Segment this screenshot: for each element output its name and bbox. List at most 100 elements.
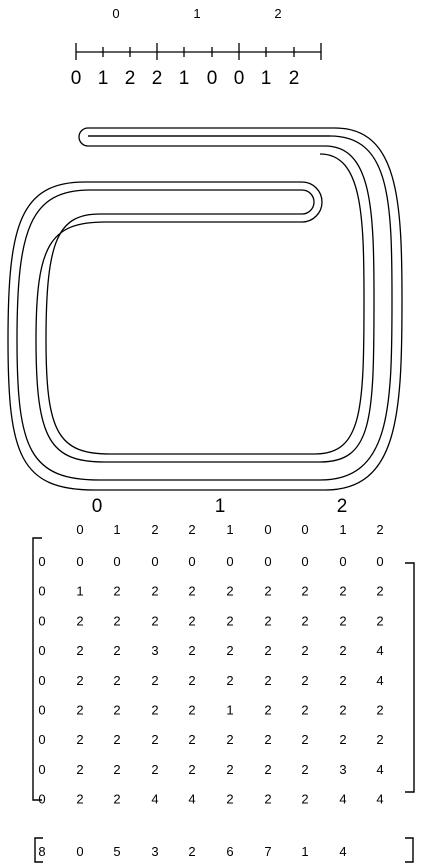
matrix-cell: 2 xyxy=(76,643,83,658)
ruler-bottom-label: 2 xyxy=(289,68,300,89)
matrix-header-cell: 2 xyxy=(188,522,195,537)
folded-tube xyxy=(8,128,402,490)
matrix-cell: 0 xyxy=(339,554,346,569)
matrix-cell: 2 xyxy=(113,673,120,688)
matrix-cell: 2 xyxy=(376,613,383,628)
matrix-cell: 0 xyxy=(38,732,45,747)
matrix-cell: 0 xyxy=(301,554,308,569)
vector-right-bracket xyxy=(405,838,413,862)
matrix-cell: 2 xyxy=(226,613,233,628)
matrix-cell: 2 xyxy=(226,792,233,807)
ruler-bottom-label: 1 xyxy=(261,68,272,89)
matrix-cell: 4 xyxy=(339,792,346,807)
matrix-cell: 2 xyxy=(188,762,195,777)
matrix-cell: 2 xyxy=(301,762,308,777)
matrix-cell: 0 xyxy=(38,643,45,658)
matrix-header-cell: 0 xyxy=(264,522,271,537)
ruler-bottom-label: 2 xyxy=(125,68,136,89)
matrix-cell: 2 xyxy=(188,643,195,658)
ruler-bottom-label: 1 xyxy=(98,68,109,89)
vector-cell: 2 xyxy=(188,844,195,859)
vector-cell: 4 xyxy=(339,844,346,859)
matrix-cell: 0 xyxy=(151,554,158,569)
matrix-cell: 2 xyxy=(301,703,308,718)
vector-cell: 3 xyxy=(151,844,158,859)
ruler-bottom-label: 0 xyxy=(207,68,218,89)
matrix-cell: 2 xyxy=(76,732,83,747)
matrix-cell: 2 xyxy=(301,584,308,599)
matrix-cell: 2 xyxy=(264,643,271,658)
matrix-cell: 2 xyxy=(376,732,383,747)
matrix-cell: 4 xyxy=(376,792,383,807)
matrix-cells: 0 0 0 0 0 0 0 0 0 0 0 1 2 2 2 2 2 2 2 2 0 2 2 2 2 2 2 2 2 2 0 2 2 3 2 2 2 2 2 4… xyxy=(38,554,383,807)
matrix-cell: 2 xyxy=(301,673,308,688)
matrix-cell: 2 xyxy=(188,613,195,628)
matrix-cell: 0 xyxy=(226,554,233,569)
matrix-header-cell: 1 xyxy=(226,522,233,537)
matrix-cell: 2 xyxy=(151,732,158,747)
matrix-cell: 2 xyxy=(76,703,83,718)
matrix-cell: 2 xyxy=(76,792,83,807)
ruler-bottom-label: 0 xyxy=(234,68,245,89)
vector-cell: 0 xyxy=(76,844,83,859)
matrix-cell: 2 xyxy=(226,762,233,777)
matrix-cell: 2 xyxy=(264,673,271,688)
matrix-cell: 3 xyxy=(151,643,158,658)
matrix-cell: 2 xyxy=(151,762,158,777)
matrix-cell: 2 xyxy=(339,584,346,599)
matrix-header-cell: 0 xyxy=(76,522,83,537)
matrix-cell: 2 xyxy=(301,613,308,628)
vector-cell: 8 xyxy=(38,844,45,859)
matrix-cell: 0 xyxy=(188,554,195,569)
ruler-bottom-label: 0 xyxy=(71,68,82,89)
matrix-cell: 2 xyxy=(188,732,195,747)
vector-cell: 6 xyxy=(226,844,233,859)
ruler-top-label-0: 0 xyxy=(112,6,119,21)
matrix-cell: 2 xyxy=(264,762,271,777)
vector-cell: 7 xyxy=(264,844,271,859)
matrix-cell: 2 xyxy=(151,613,158,628)
matrix-header-cell: 1 xyxy=(113,522,120,537)
ruler-top-label-2: 2 xyxy=(274,6,281,21)
ruler-bottom-label: 2 xyxy=(152,68,163,89)
matrix-cell: 2 xyxy=(301,792,308,807)
matrix-cell: 0 xyxy=(76,554,83,569)
matrix-cell: 2 xyxy=(339,703,346,718)
matrix-cell: 3 xyxy=(339,762,346,777)
matrix-cell: 0 xyxy=(38,554,45,569)
matrix-cell: 2 xyxy=(301,643,308,658)
matrix-header-cell: 1 xyxy=(339,522,346,537)
matrix-cell: 0 xyxy=(113,554,120,569)
matrix-cell: 2 xyxy=(339,643,346,658)
matrix-cell: 2 xyxy=(113,643,120,658)
matrix-cell: 2 xyxy=(113,613,120,628)
matrix-right-bracket xyxy=(405,563,414,792)
matrix-cell: 2 xyxy=(339,732,346,747)
matrix-cell: 2 xyxy=(226,584,233,599)
matrix-cell: 0 xyxy=(264,554,271,569)
matrix-cell: 0 xyxy=(38,792,45,807)
matrix-cell: 2 xyxy=(264,584,271,599)
matrix-cell: 2 xyxy=(151,673,158,688)
matrix-cell: 2 xyxy=(226,643,233,658)
matrix-cell: 4 xyxy=(376,762,383,777)
vector-brackets xyxy=(35,838,413,862)
matrix-cell: 0 xyxy=(38,584,45,599)
matrix-cell: 0 xyxy=(38,762,45,777)
matrix-cell: 1 xyxy=(76,584,83,599)
matrix-cell: 2 xyxy=(264,792,271,807)
vector-cell: 5 xyxy=(113,844,120,859)
matrix-cell: 0 xyxy=(38,673,45,688)
matrix-cell: 2 xyxy=(226,673,233,688)
matrix-cell: 2 xyxy=(226,732,233,747)
matrix-cell: 2 xyxy=(76,613,83,628)
matrix-cell: 0 xyxy=(38,703,45,718)
matrix-cell: 2 xyxy=(376,584,383,599)
matrix-cell: 2 xyxy=(113,762,120,777)
ruler xyxy=(76,43,321,60)
matrix-cell: 2 xyxy=(188,673,195,688)
